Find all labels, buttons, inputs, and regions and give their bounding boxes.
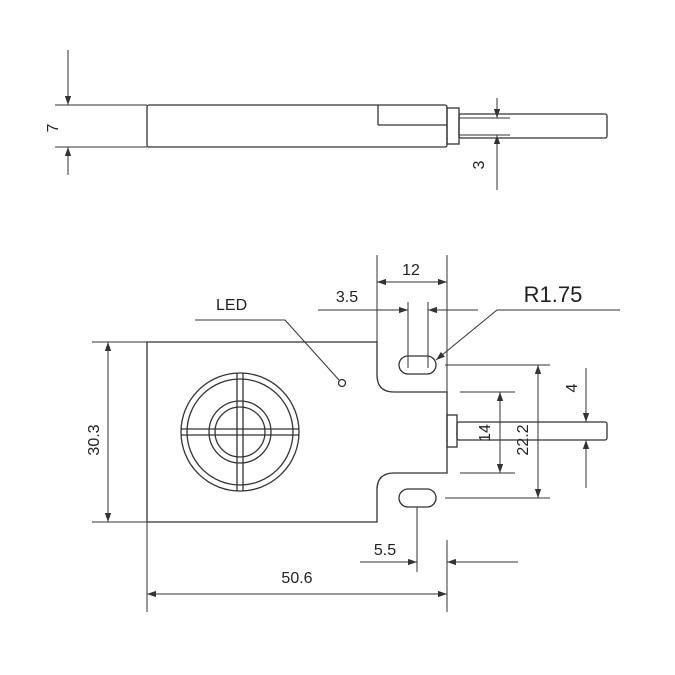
sensing-face-symbol — [180, 372, 300, 492]
mounting-slot-bottom — [398, 488, 437, 508]
dim-5-5-label: 5.5 — [374, 542, 396, 559]
front-cable-boot — [446, 414, 458, 448]
radius-label: R1.75 — [524, 282, 583, 307]
dim-14-label: 14 — [477, 424, 494, 442]
front-body-outline — [146, 341, 448, 523]
dim-4-label: 4 — [564, 383, 581, 392]
led-leader — [195, 319, 340, 381]
dim-7-label: 7 — [45, 123, 62, 132]
side-view: 7 3 — [45, 50, 608, 190]
dim-22-2-label: 22.2 — [515, 424, 532, 455]
radius-leader — [435, 309, 620, 361]
front-cable — [456, 421, 608, 441]
led-label: LED — [216, 297, 247, 314]
dim-30-3-label: 30.3 — [86, 424, 103, 455]
side-cable — [458, 113, 608, 139]
side-body — [146, 104, 448, 148]
front-view: LED 30.3 50.6 12 3.5 R1.75 14 — [86, 255, 620, 612]
dim-3-label: 3 — [471, 160, 488, 169]
side-cable-boot — [446, 107, 460, 145]
led-indicator — [337, 378, 347, 388]
dim-50-6-label: 50.6 — [281, 570, 312, 587]
dim-3-5-label: 3.5 — [336, 289, 358, 306]
dim-12-label: 12 — [402, 262, 420, 279]
mounting-slot-top — [398, 355, 437, 375]
